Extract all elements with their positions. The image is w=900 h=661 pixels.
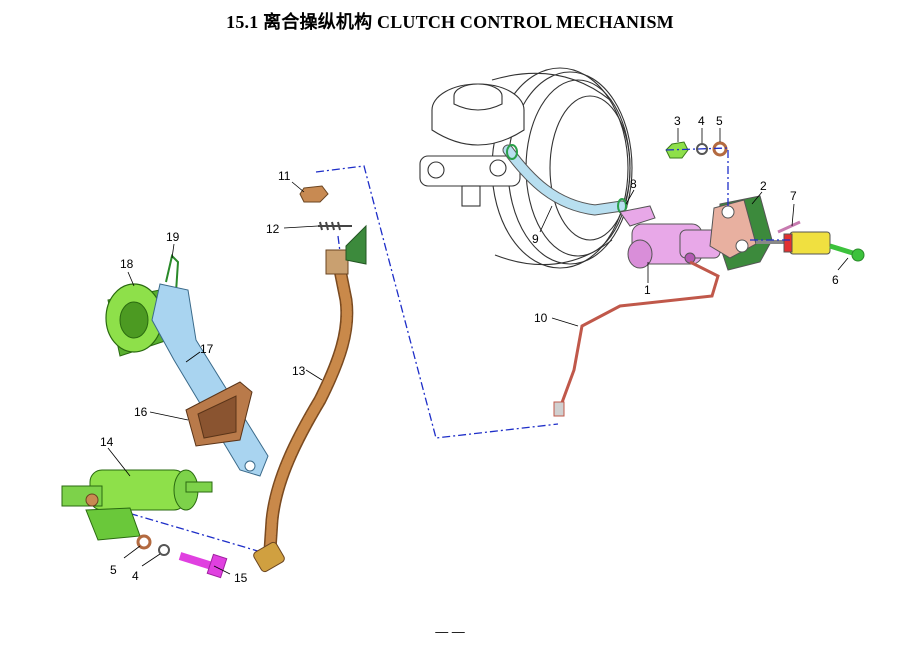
dust-boot-16 <box>185 381 253 447</box>
callout-2: 2 <box>760 179 767 193</box>
release-bearing-18 <box>105 283 169 357</box>
nut-11 <box>299 185 329 203</box>
pipe-fitting <box>553 401 565 417</box>
clutch-pipe-10 <box>558 260 720 409</box>
clutch-hose-13 <box>253 224 367 573</box>
callout-5: 5 <box>716 114 723 128</box>
callout-15: 15 <box>234 571 248 585</box>
clutch-master-cylinder-1 <box>619 205 721 269</box>
release-fork-17 <box>151 283 269 477</box>
washer-4-lower <box>158 544 170 556</box>
callout-4-lower: 4 <box>132 569 139 583</box>
leader-lines <box>107 128 849 575</box>
callout-5-lower: 5 <box>110 563 117 577</box>
callout-3: 3 <box>674 114 681 128</box>
assembly-lines <box>83 147 790 555</box>
callout-18: 18 <box>120 257 134 271</box>
slave-cylinder-14 <box>61 469 213 541</box>
page-number: — — <box>435 624 465 639</box>
callout-6: 6 <box>832 273 839 287</box>
spring-clip-12 <box>318 221 352 231</box>
callout-12: 12 <box>266 222 280 236</box>
washer-4 <box>696 143 708 155</box>
callout-14: 14 <box>100 435 114 449</box>
bolt-6 <box>829 243 865 262</box>
callout-11: 11 <box>278 169 291 183</box>
washer-5-lower <box>136 534 152 550</box>
push-rod-clevis <box>756 231 831 255</box>
clevis-pin-7 <box>777 220 801 234</box>
page-title: 15.1 离合操纵机构 CLUTCH CONTROL MECHANISM <box>226 12 674 32</box>
callout-4: 4 <box>698 114 705 128</box>
callout-8: 8 <box>630 177 637 191</box>
callout-19: 19 <box>166 230 180 244</box>
brake-fluid-reservoir <box>419 83 525 207</box>
callout-1: 1 <box>644 283 651 297</box>
bolt-15 <box>178 552 228 579</box>
callout-13: 13 <box>292 364 306 378</box>
retaining-spring-19 <box>165 254 180 293</box>
callout-9: 9 <box>532 232 539 246</box>
mounting-flange-2 <box>709 195 773 271</box>
callout-16: 16 <box>134 405 148 419</box>
callout-10: 10 <box>534 311 548 325</box>
callout-7: 7 <box>790 189 797 203</box>
callout-17: 17 <box>200 342 214 356</box>
